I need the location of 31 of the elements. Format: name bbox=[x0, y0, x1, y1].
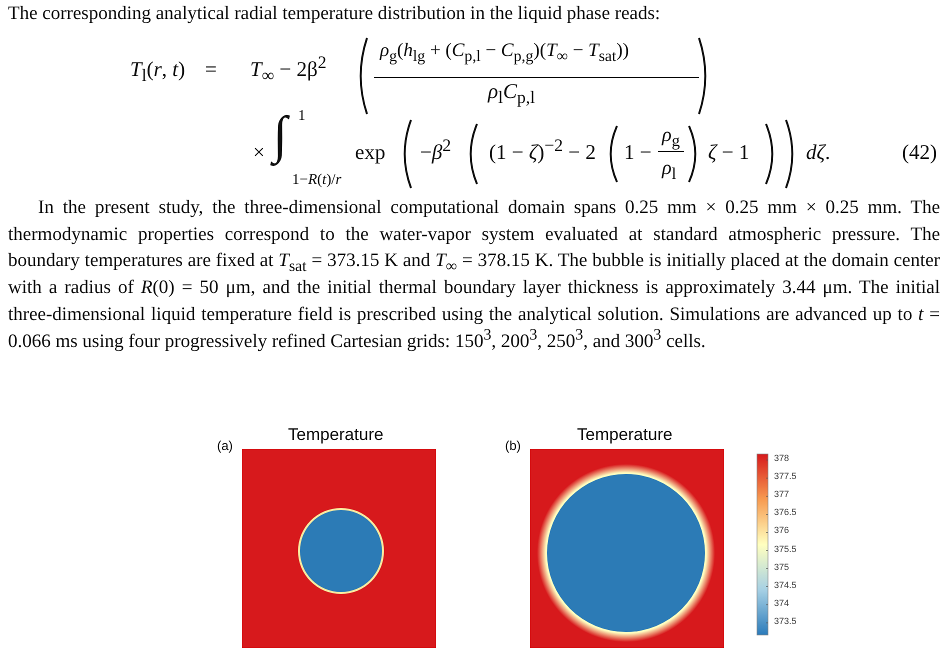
tick-label: 376 bbox=[774, 525, 790, 536]
plot-title: Temperature bbox=[288, 425, 384, 445]
equation-term: exp bbox=[355, 140, 386, 164]
tick-label: 377 bbox=[774, 489, 790, 500]
equation-term: dζ. bbox=[806, 140, 830, 164]
equation-term: T$_{l}$(r, t) bbox=[130, 57, 186, 82]
equation-number: (42) bbox=[902, 140, 937, 164]
equation-term: ζ − 1 bbox=[708, 140, 750, 164]
paragraph: In the present study, the three-dimensional computational domain spans 0.25 mm × 0.25 mm × 0.25 mm. The thermodynamic properties correspond to the water-vapor system evaluated at standard atmospheric pressure. The boundary temperatures are fixed at T$_{sat}$ = 373.15 K and T$_{∞}$ = 378.15 K. The bubble is initially placed at the domain center with a radius of R(0) = 50 μm, and the initial thermal boundary layer thickness is approximately 3.44 μm. The initial three-dimensional liquid temperature field is prescribed using the analytical solution. Simulations are advanced up to t = 0.066 ms using four progressively refined Cartesian grids: 150$^{3}$, 200$^{3}$, 250$^{3}$, and 300$^{3}$ cells. bbox=[8, 196, 940, 354]
equation-term: 1 − bbox=[624, 140, 652, 164]
paragraph: The corresponding analytical radial temperature distribution in the liquid phase reads: bbox=[8, 2, 662, 26]
tick-label: 374.5 bbox=[774, 580, 797, 590]
equation-sign: = bbox=[205, 57, 217, 82]
tick-label: 377.5 bbox=[774, 471, 797, 482]
tick-label: 373.5 bbox=[774, 616, 797, 626]
equation-term: −β$^{2}$ bbox=[420, 140, 452, 164]
equation-sign: × bbox=[253, 140, 265, 164]
tick-label: 374 bbox=[774, 598, 790, 608]
tick-label: 375 bbox=[774, 562, 790, 572]
panel-label: (b) bbox=[505, 439, 521, 454]
tick-label: 375.5 bbox=[774, 544, 797, 554]
tick-label: 378 bbox=[774, 453, 790, 464]
fraction-denominator: ρ$_{l}$ bbox=[662, 157, 676, 180]
equation-term: T$_{∞}$ − 2β$^{2}$ bbox=[250, 57, 326, 82]
integral-limit: 1−R(t)/r bbox=[292, 172, 342, 190]
equation-term: (1 − ζ)$^{−2}$ − 2 bbox=[489, 140, 596, 164]
tick-label: 376.5 bbox=[774, 507, 797, 518]
plot-title: Temperature bbox=[577, 425, 672, 445]
fraction-numerator: ρ$_{g}$(h$_{lg}$ + (C$_{p,l}$ − C$_{p,g}$)(T$_{∞}$ − T$_{sat}$)) bbox=[380, 40, 629, 62]
integral-limit: 1 bbox=[298, 108, 306, 126]
panel-label: (a) bbox=[217, 439, 233, 454]
